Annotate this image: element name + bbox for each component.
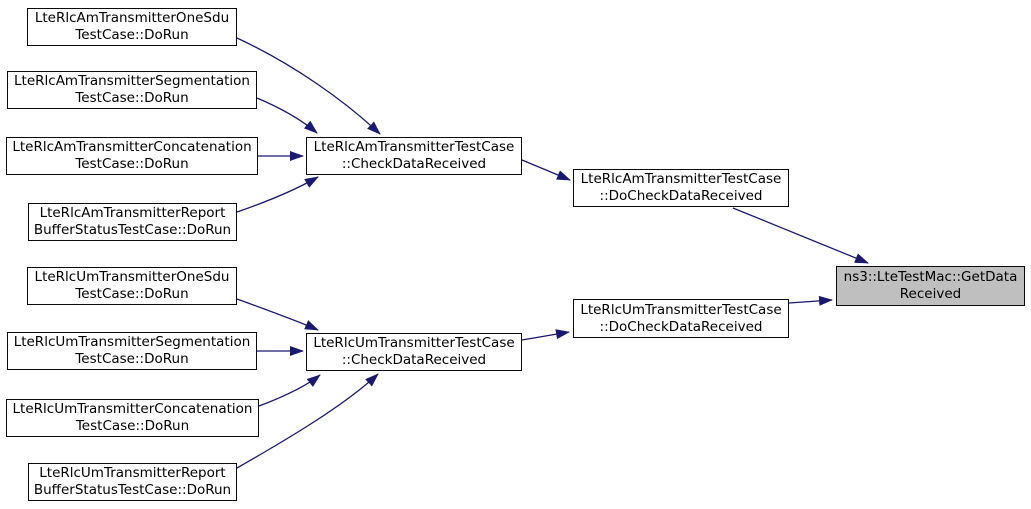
node-um-segmentation-dorun[interactable]: LteRlcUmTransmitterSegmentation TestCase… <box>7 332 257 370</box>
node-um-checkdatareceived[interactable]: LteRlcUmTransmitterTestCase ::CheckDataR… <box>306 333 522 371</box>
node-am-checkdatareceived[interactable]: LteRlcAmTransmitterTestCase ::CheckDataR… <box>306 137 522 175</box>
node-am-onesdu-dorun[interactable]: LteRlcAmTransmitterOneSdu TestCase::DoRu… <box>27 8 237 46</box>
edge-um-checkdatareceived-to-um-docheckdatareceived <box>521 329 570 341</box>
edge-am-segmentation-dorun-to-am-checkdatareceived <box>256 97 318 134</box>
edge-um-docheckdatareceived-to-getdatareceived <box>788 295 833 306</box>
node-um-concatenation-dorun[interactable]: LteRlcUmTransmitterConcatenation TestCas… <box>6 399 259 437</box>
node-um-onesdu-dorun[interactable]: LteRlcUmTransmitterOneSdu TestCase::DoRu… <box>27 267 237 305</box>
edge-um-onesdu-dorun-to-um-checkdatareceived <box>236 298 319 331</box>
edge-am-docheckdatareceived-to-getdatareceived <box>732 207 869 264</box>
node-getdatareceived: ns3::LteTestMac::GetData Received <box>836 266 1025 306</box>
node-um-report-dorun[interactable]: LteRlcUmTransmitterReport BufferStatusTe… <box>28 463 237 501</box>
edge-am-report-dorun-to-am-checkdatareceived <box>236 176 319 213</box>
edge-am-onesdu-dorun-to-am-checkdatareceived <box>236 37 381 135</box>
node-am-concatenation-dorun[interactable]: LteRlcAmTransmitterConcatenation TestCas… <box>6 137 258 175</box>
node-am-segmentation-dorun[interactable]: LteRlcAmTransmitterSegmentation TestCase… <box>7 71 257 109</box>
edge-am-checkdatareceived-to-am-docheckdatareceived <box>521 159 571 181</box>
edge-um-concatenation-dorun-to-um-checkdatareceived <box>258 374 321 407</box>
node-um-docheckdatareceived[interactable]: LteRlcUmTransmitterTestCase ::DoCheckDat… <box>573 299 789 338</box>
edge-um-report-dorun-to-um-checkdatareceived <box>236 373 379 469</box>
node-am-report-dorun[interactable]: LteRlcAmTransmitterReport BufferStatusTe… <box>28 203 237 241</box>
node-am-docheckdatareceived[interactable]: LteRlcAmTransmitterTestCase ::DoCheckDat… <box>573 169 789 207</box>
